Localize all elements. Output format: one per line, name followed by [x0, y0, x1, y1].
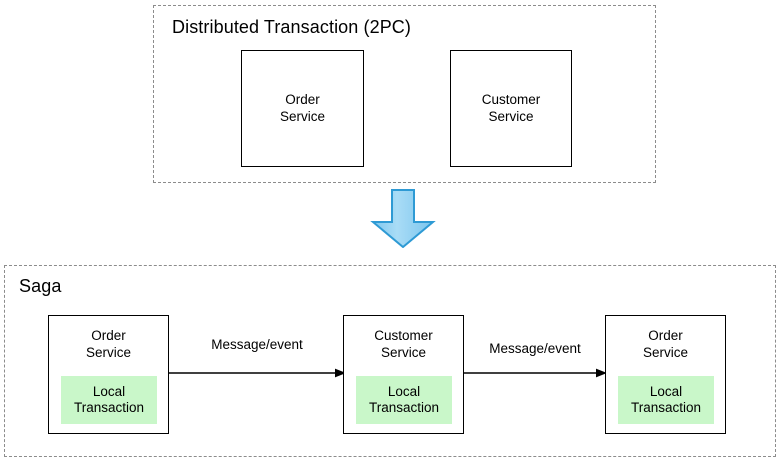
down-arrow-icon	[368, 189, 438, 248]
service-box-customer-service-2pc: Customer Service	[450, 50, 572, 167]
local-transaction-box: Local Transaction	[618, 376, 714, 424]
group-title-saga: Saga	[19, 276, 62, 296]
local-transaction-label: Local Transaction	[73, 383, 145, 416]
local-transaction-box: Local Transaction	[356, 376, 452, 424]
local-transaction-label: Local Transaction	[630, 383, 702, 416]
saga-service-box-order-service-1: Order Service Local Transaction	[48, 315, 169, 434]
service-label-order-service: Order Service	[85, 328, 131, 360]
group-saga: Saga	[4, 265, 776, 457]
connector-label-message-event-2: Message/event	[489, 341, 581, 356]
service-label-order-service: Order Service	[279, 92, 325, 124]
service-label-customer-service: Customer Service	[374, 328, 433, 360]
service-label-order-service: Order Service	[642, 328, 688, 360]
connector-arrow-1	[168, 366, 346, 380]
service-label-customer-service: Customer Service	[481, 92, 541, 124]
group-distributed-transaction-2pc: Distributed Transaction (2PC)	[153, 5, 656, 183]
saga-service-box-customer-service: Customer Service Local Transaction	[343, 315, 464, 434]
connector-arrow-2	[463, 366, 607, 380]
connector-label-message-event-1: Message/event	[211, 337, 303, 352]
saga-service-box-order-service-2: Order Service Local Transaction	[605, 315, 726, 434]
group-title-distributed-transaction: Distributed Transaction (2PC)	[172, 17, 411, 37]
local-transaction-label: Local Transaction	[368, 383, 440, 416]
service-box-order-service-2pc: Order Service	[241, 50, 364, 167]
local-transaction-box: Local Transaction	[61, 376, 157, 424]
